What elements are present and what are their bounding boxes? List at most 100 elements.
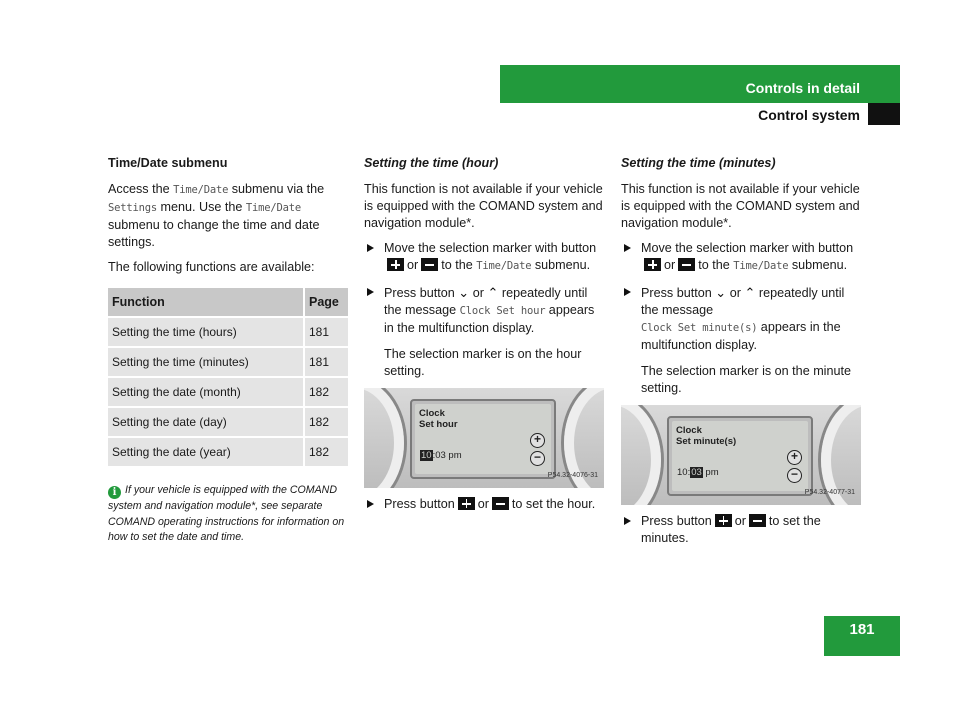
display-line-2: Set minute(s) <box>676 436 737 447</box>
display-time: 10:03 pm <box>420 450 462 461</box>
heading-set-hour: Setting the time (hour) <box>364 156 499 170</box>
table-cell: Setting the time (minutes) <box>108 346 305 377</box>
step-2-note: The selection marker is on the hour sett… <box>384 347 582 378</box>
text: Move the selection marker with button <box>641 241 854 255</box>
display-text: Time/Date <box>173 184 229 196</box>
column-header: Function <box>108 288 305 317</box>
table-row: Setting the date (day)182 <box>108 406 348 437</box>
text: appears in the multifunction display. <box>384 303 595 335</box>
text: Move the selection marker with button <box>384 241 597 255</box>
display-text: Time/Date <box>733 260 789 272</box>
table-header-row: Function Page <box>108 288 348 317</box>
display-text: Time/Date <box>245 202 301 214</box>
text: submenu. <box>531 258 591 272</box>
step-arrow-icon <box>367 288 374 296</box>
table-cell: 181 <box>304 316 348 347</box>
display-line-1: Clock <box>676 425 702 436</box>
table-cell: 182 <box>304 436 348 466</box>
intro-text: This function is not available if your v… <box>621 182 860 230</box>
text: menu. Use the <box>156 200 246 214</box>
step-arrow-icon <box>624 517 631 525</box>
down-arrow-icon: ⌃ <box>487 285 499 300</box>
down-arrow-icon: ⌃ <box>744 285 756 300</box>
text: repeatedly until the message <box>384 286 588 317</box>
text: 10: <box>677 467 691 478</box>
text: Access the <box>108 182 174 196</box>
column-header: Page <box>304 288 348 317</box>
column-3: Setting the time (minutes) This function… <box>621 155 861 556</box>
up-arrow-icon: ⌄ <box>715 285 727 300</box>
table-cell: 182 <box>304 406 348 437</box>
step-arrow-icon <box>367 244 374 252</box>
step-2: Press button⌄or⌃repeatedly until the mes… <box>364 284 604 337</box>
table-cell: Setting the date (month) <box>108 376 305 407</box>
plus-circle-icon: + <box>530 433 545 448</box>
text: Press button <box>384 286 455 300</box>
image-reference: P54.32-4077-31 <box>804 489 855 496</box>
text: to set the minutes. <box>641 514 821 545</box>
text: appears in the multifunction display. <box>641 320 841 352</box>
page-number-box: 181 <box>824 616 900 656</box>
table-row: Setting the date (year)182 <box>108 436 348 466</box>
display-panel: Clock Set minute(s) 10:03 pm + − <box>672 421 808 491</box>
gauge-left <box>364 388 404 488</box>
display-text: Time/Date <box>476 260 532 272</box>
display-time: 10:03 pm <box>677 467 719 478</box>
text: or <box>734 514 746 528</box>
column-2: Setting the time (hour) This function is… <box>364 155 604 522</box>
intro-text: This function is not available if your v… <box>364 182 603 230</box>
text: Press button <box>641 514 712 528</box>
text: Press button <box>384 497 455 511</box>
minus-circle-icon: − <box>530 451 545 466</box>
gauge-right <box>821 405 861 505</box>
text: repeatedly until the message <box>641 286 845 317</box>
dashboard-image: Clock Set minute(s) 10:03 pm + − P54.32-… <box>621 405 861 505</box>
table-row: Setting the time (hours)181 <box>108 316 348 347</box>
plus-key-icon <box>714 514 732 527</box>
text: submenu to change the time and date sett… <box>108 218 320 249</box>
section-title: Controls in detail <box>745 80 860 96</box>
minus-key-icon <box>421 258 439 271</box>
text: to the <box>441 258 477 272</box>
header-band: Controls in detail <box>500 65 900 103</box>
display-text: Clock Set hour <box>459 305 546 317</box>
dashboard-image: Clock Set hour 10:03 pm + − P54.32-4076-… <box>364 388 604 488</box>
text: or <box>477 497 489 511</box>
display-panel: Clock Set hour 10:03 pm + − <box>415 404 551 474</box>
text: to set the hour. <box>511 497 596 511</box>
minus-key-icon <box>491 497 509 510</box>
text: or <box>664 258 676 272</box>
table-cell: Setting the time (hours) <box>108 316 305 347</box>
table-cell: 182 <box>304 376 348 407</box>
plus-key-icon <box>644 258 661 271</box>
text: pm <box>702 467 719 478</box>
step-3: Press button or to set the hour. <box>364 496 604 513</box>
functions-table: Function Page Setting the time (hours)18… <box>108 288 348 466</box>
display-text: Settings <box>108 202 157 214</box>
multifunction-display: Clock Set minute(s) 10:03 pm + − <box>667 416 813 496</box>
display-text: Clock Set minute(s) <box>641 322 758 334</box>
text: submenu. <box>788 258 848 272</box>
plus-circle-icon: + <box>787 450 802 465</box>
text: :03 pm <box>432 450 462 461</box>
section-subtitle: Control system <box>758 107 860 123</box>
step-2-note: The selection marker is on the minute se… <box>641 364 851 395</box>
heading-time-date: Time/Date submenu <box>108 156 228 170</box>
paragraph-functions: The following functions are available: <box>108 260 315 274</box>
selection-marker: 10 <box>420 450 433 461</box>
plus-key-icon <box>387 258 404 271</box>
step-arrow-icon <box>367 500 374 508</box>
table-cell: Setting the date (day) <box>108 406 305 437</box>
minus-circle-icon: − <box>787 468 802 483</box>
step-arrow-icon <box>624 288 631 296</box>
paragraph-access: Access the Time/Date submenu via the Set… <box>108 181 348 251</box>
up-arrow-icon: ⌄ <box>458 285 470 300</box>
heading-set-minutes: Setting the time (minutes) <box>621 156 776 170</box>
image-reference: P54.32-4076-31 <box>547 472 598 479</box>
display-line-2: Set hour <box>419 419 458 430</box>
text: Press button <box>641 286 712 300</box>
